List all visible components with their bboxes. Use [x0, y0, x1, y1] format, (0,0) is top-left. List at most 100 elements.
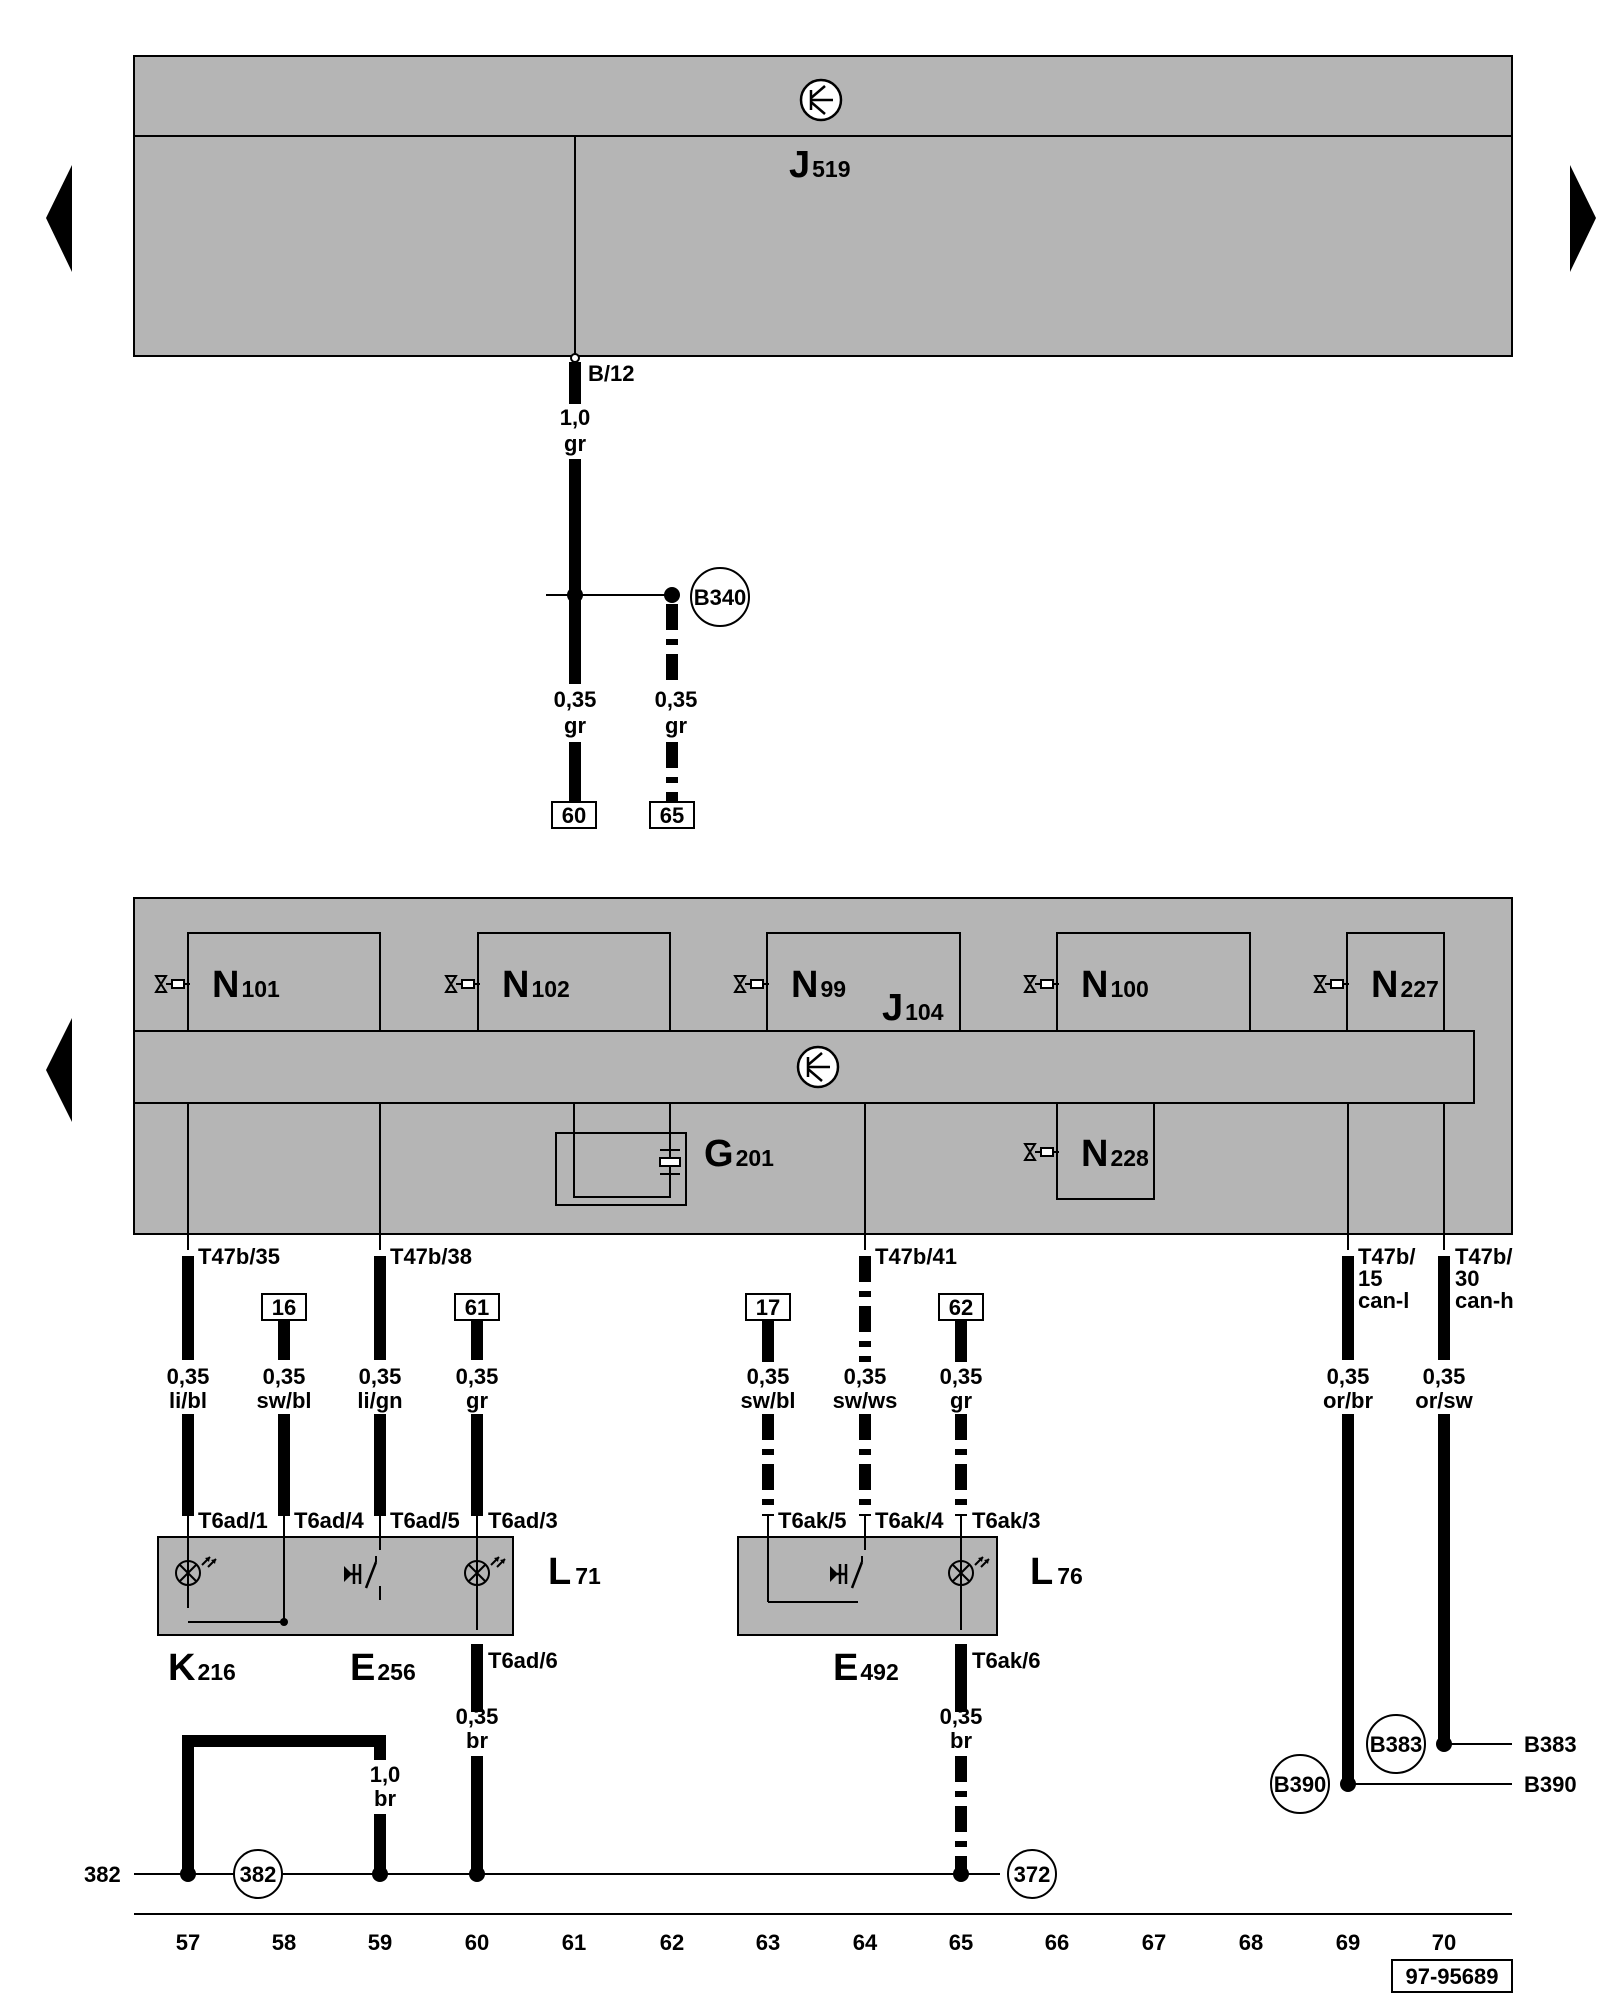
ref-box-16[interactable]: [261, 1293, 307, 1321]
svg-text:64: 64: [853, 1930, 878, 1955]
svg-text:58: 58: [272, 1930, 296, 1955]
e492-label: E492: [833, 1647, 899, 1689]
svg-text:0,35: 0,35: [359, 1364, 402, 1389]
pin-t6ad-5: T6ad/5: [390, 1508, 460, 1533]
wire-jumper-color: br: [374, 1786, 396, 1811]
e256-label: E256: [350, 1647, 416, 1689]
svg-text:60: 60: [465, 1930, 489, 1955]
nav-right-arrow-icon[interactable]: [1570, 165, 1596, 272]
svg-text:gr: gr: [466, 1388, 488, 1413]
ref-box-65[interactable]: [649, 801, 695, 829]
valve-n99-label: N99: [791, 964, 846, 1006]
ground-382-left-label: 382: [84, 1862, 121, 1887]
svg-text:62: 62: [949, 1295, 973, 1320]
pin-t6ad-4: T6ad/4: [294, 1508, 364, 1533]
svg-text:0,35: 0,35: [844, 1364, 887, 1389]
nav-left-arrow-icon[interactable]: [46, 1018, 72, 1122]
switch-module-l76: [737, 1536, 998, 1636]
svg-text:0,35: 0,35: [747, 1364, 790, 1389]
pressure-sensor-icon: [659, 1149, 681, 1175]
svg-text:61: 61: [465, 1295, 489, 1320]
svg-text:68: 68: [1239, 1930, 1263, 1955]
pin-t6ad-1: T6ad/1: [198, 1508, 268, 1533]
pin-t47b-41: T47b/41: [875, 1244, 957, 1269]
svg-text:sw/ws: sw/ws: [833, 1388, 898, 1413]
pin-t47b-38: T47b/38: [390, 1244, 472, 1269]
ground-382-circle: [233, 1849, 283, 1899]
valve-n101-label: N101: [212, 964, 280, 1006]
splice-b383-circle: [1366, 1714, 1426, 1774]
splice-b390-circle: [1270, 1754, 1330, 1814]
valve-n227-label: N227: [1371, 964, 1439, 1006]
ground-372-circle: [1007, 1849, 1057, 1899]
svg-text:B383: B383: [1370, 1732, 1423, 1757]
pin-t6ad-6: T6ad/6: [488, 1648, 558, 1673]
document-number: 97-95689: [1406, 1964, 1499, 1989]
svg-text:B390: B390: [1274, 1772, 1327, 1797]
pin-t6ak-6: T6ak/6: [972, 1648, 1041, 1673]
svg-text:or/sw: or/sw: [1415, 1388, 1473, 1413]
svg-text:0,35: 0,35: [940, 1364, 983, 1389]
wire-br-60-color: br: [466, 1728, 488, 1753]
wire-top-size: 1,0: [560, 405, 591, 430]
track-numbers: 57 58 59 60 61 62 63 64 65 66 67 68 69 7…: [176, 1930, 1456, 1955]
svg-text:or/br: or/br: [1323, 1388, 1374, 1413]
svg-text:69: 69: [1336, 1930, 1360, 1955]
b390-label: B390: [1524, 1772, 1577, 1797]
svg-text:65: 65: [949, 1930, 973, 1955]
ref-box-60[interactable]: [551, 801, 597, 829]
svg-text:65: 65: [660, 803, 684, 828]
wire-65-color: gr: [564, 713, 586, 738]
valve-n100-label: N100: [1081, 964, 1149, 1006]
b383-label: B383: [1524, 1732, 1577, 1757]
wire-br-60-size: 0,35: [456, 1704, 499, 1729]
splice-b340-label: B340: [694, 585, 747, 610]
ref-box-62[interactable]: [938, 1293, 984, 1321]
svg-text:57: 57: [176, 1930, 200, 1955]
svg-text:17: 17: [756, 1295, 780, 1320]
k216-label: K216: [168, 1647, 236, 1689]
wire-65b-color: gr: [665, 713, 687, 738]
svg-text:sw/bl: sw/bl: [256, 1388, 311, 1413]
wire-labels: 0,35 li/bl 0,35 sw/bl 0,35 li/gn 0,35 gr…: [167, 1364, 1474, 1413]
svg-text:66: 66: [1045, 1930, 1069, 1955]
valve-n102-label: N102: [502, 964, 570, 1006]
svg-text:61: 61: [562, 1930, 586, 1955]
j104-label: J104: [882, 987, 944, 1029]
sensor-g201-label: G201: [704, 1133, 774, 1175]
svg-text:li/gn: li/gn: [357, 1388, 402, 1413]
pin-t47b-35: T47b/35: [198, 1244, 280, 1269]
pin-t6ak-5: T6ak/5: [778, 1508, 847, 1533]
wire-jumper-size: 1,0: [370, 1762, 401, 1787]
svg-text:0,35: 0,35: [1327, 1364, 1370, 1389]
wire-br-65-size: 0,35: [940, 1704, 983, 1729]
pin-t6ak-3: T6ak/3: [972, 1508, 1041, 1533]
pin-t6ak-4: T6ak/4: [875, 1508, 944, 1533]
svg-text:63: 63: [756, 1930, 780, 1955]
splice-b340-circle: [690, 567, 750, 627]
pin-t6ad-3: T6ad/3: [488, 1508, 558, 1533]
pin-b12: B/12: [588, 361, 634, 386]
j519-label: J519: [789, 144, 851, 186]
switch-module-l71: [157, 1536, 514, 1636]
svg-text:0,35: 0,35: [167, 1364, 210, 1389]
wire-65-size: 0,35: [554, 687, 597, 712]
document-number-box: [1391, 1959, 1513, 1993]
nav-left-arrow-icon[interactable]: [46, 165, 72, 272]
valve-n228-label: N228: [1081, 1133, 1149, 1175]
svg-text:70: 70: [1432, 1930, 1456, 1955]
svg-text:372: 372: [1014, 1862, 1051, 1887]
svg-text:16: 16: [272, 1295, 296, 1320]
svg-text:gr: gr: [950, 1388, 972, 1413]
wire-65b-size: 0,35: [655, 687, 698, 712]
svg-text:0,35: 0,35: [456, 1364, 499, 1389]
wire-br-65-color: br: [950, 1728, 972, 1753]
svg-text:li/bl: li/bl: [169, 1388, 207, 1413]
svg-text:67: 67: [1142, 1930, 1166, 1955]
wire-top-color: gr: [564, 431, 586, 456]
